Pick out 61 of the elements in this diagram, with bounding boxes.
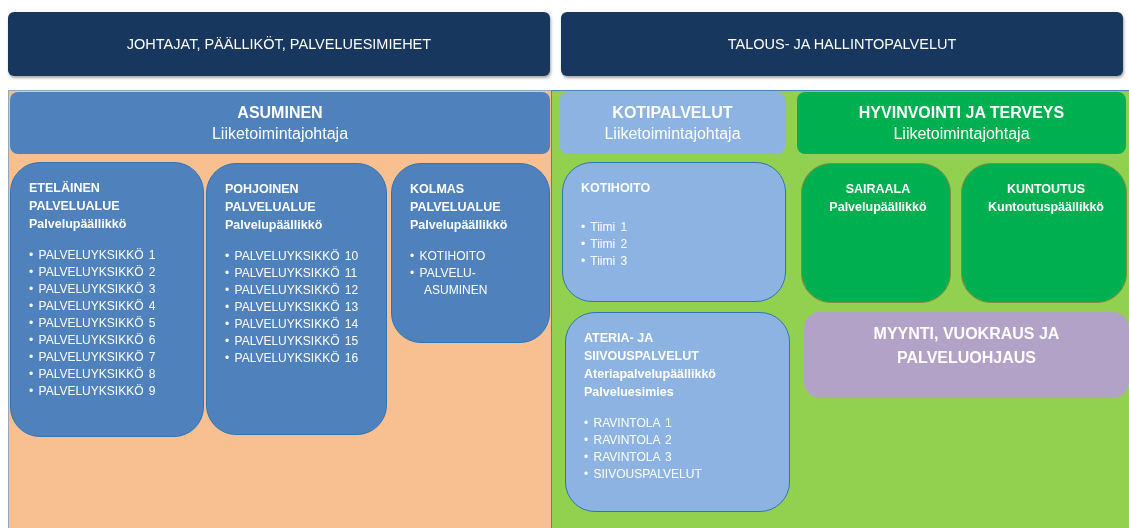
- role-title: Palvelupäällikkö: [225, 217, 324, 234]
- list-item: • KOTIHOITO: [410, 248, 487, 265]
- unit-title: ATERIA- JA SIIVOUSPALVELUT: [584, 330, 700, 365]
- unit-title: KOTIHOITO: [581, 180, 652, 197]
- list-item: • Tiimi 3: [581, 253, 629, 270]
- role-title: Kuntoutuspäällikkö: [987, 199, 1105, 216]
- list-item: • PALVELUYKSIKKÖ 8: [29, 366, 157, 383]
- unit-header-band: [560, 92, 785, 154]
- unit-box: [206, 163, 387, 435]
- list-item: • Tiimi 2: [581, 236, 629, 253]
- list-item: • PALVELUYKSIKKÖ 13: [225, 299, 360, 316]
- role-title: Ateriapalvelupäällikkö: [584, 366, 717, 383]
- unit-title: SAIRAALA: [844, 181, 912, 198]
- unit-box: [804, 312, 1129, 398]
- unit-title: MYYNTI, VUOKRAUS JA PALVELUOHJAUS: [872, 324, 1061, 368]
- unit-header-band: [10, 92, 550, 154]
- unit-title: JOHTAJAT, PÄÄLLIKÖT, PALVELUESIMIEHET: [126, 36, 432, 52]
- role-title: Palvelupäällikkö: [29, 216, 128, 233]
- unit-box: [562, 162, 786, 302]
- unit-title: KUNTOUTUS: [1005, 181, 1087, 198]
- role-title: Liiketoimintajohtaja: [211, 124, 349, 144]
- list-item: • PALVELUYKSIKKÖ 12: [225, 282, 360, 299]
- list-item: • PALVELUYKSIKKÖ 16: [225, 350, 360, 367]
- list-item: • PALVELUYKSIKKÖ 7: [29, 349, 157, 366]
- list-item: • PALVELUYKSIKKÖ 4: [29, 298, 157, 315]
- list-item: • RAVINTOLA 1: [584, 415, 673, 432]
- unit-box: [565, 312, 790, 512]
- header-bar: [561, 12, 1123, 76]
- role-title: Liiketoimintajohtaja: [604, 124, 741, 144]
- list-item: • PALVELUYKSIKKÖ 2: [29, 264, 157, 281]
- list-item: • Tiimi 1: [581, 219, 629, 236]
- list-item: • PALVELUYKSIKKÖ 11: [225, 265, 359, 282]
- list-item: • PALVELUYKSIKKÖ 3: [29, 281, 157, 298]
- list-item: • PALVELU- ASUMINEN: [410, 265, 489, 299]
- role-title: Palvelupäällikkö: [410, 217, 509, 234]
- list-item: • PALVELUYKSIKKÖ 14: [225, 316, 360, 333]
- list-item: • PALVELUYKSIKKÖ 10: [225, 248, 360, 265]
- unit-box: [961, 163, 1127, 303]
- role-title: Liiketoimintajohtaja: [893, 124, 1030, 144]
- unit-title: TALOUS- JA HALLINTOPALVELUT: [727, 36, 957, 52]
- unit-title: KOTIPALVELUT: [612, 103, 733, 123]
- role-title: Palvelupäällikkö: [828, 199, 928, 216]
- list-item: • PALVELUYKSIKKÖ 15: [225, 333, 360, 350]
- unit-title: POHJOINEN PALVELUALUE: [225, 181, 317, 216]
- role-title: Palveluesimies: [584, 384, 675, 401]
- header-bar: [8, 12, 550, 76]
- unit-title: HYVINVOINTI JA TERVEYS: [858, 103, 1065, 123]
- list-item: • SIIVOUSPALVELUT: [584, 466, 703, 483]
- list-item: • PALVELUYKSIKKÖ 1: [29, 247, 157, 264]
- unit-title: KOLMAS PALVELUALUE: [410, 181, 502, 216]
- unit-title: ETELÄINEN PALVELUALUE: [29, 180, 121, 215]
- unit-title: ASUMINEN: [237, 103, 323, 123]
- list-item: • PALVELUYKSIKKÖ 9: [29, 383, 157, 400]
- unit-box: [10, 162, 204, 437]
- unit-box: [801, 163, 951, 303]
- list-item: • PALVELUYKSIKKÖ 5: [29, 315, 157, 332]
- unit-box: [391, 163, 550, 343]
- list-item: • RAVINTOLA 3: [584, 449, 673, 466]
- list-item: • RAVINTOLA 2: [584, 432, 673, 449]
- unit-header-band: [797, 92, 1126, 154]
- list-item: • PALVELUYKSIKKÖ 6: [29, 332, 157, 349]
